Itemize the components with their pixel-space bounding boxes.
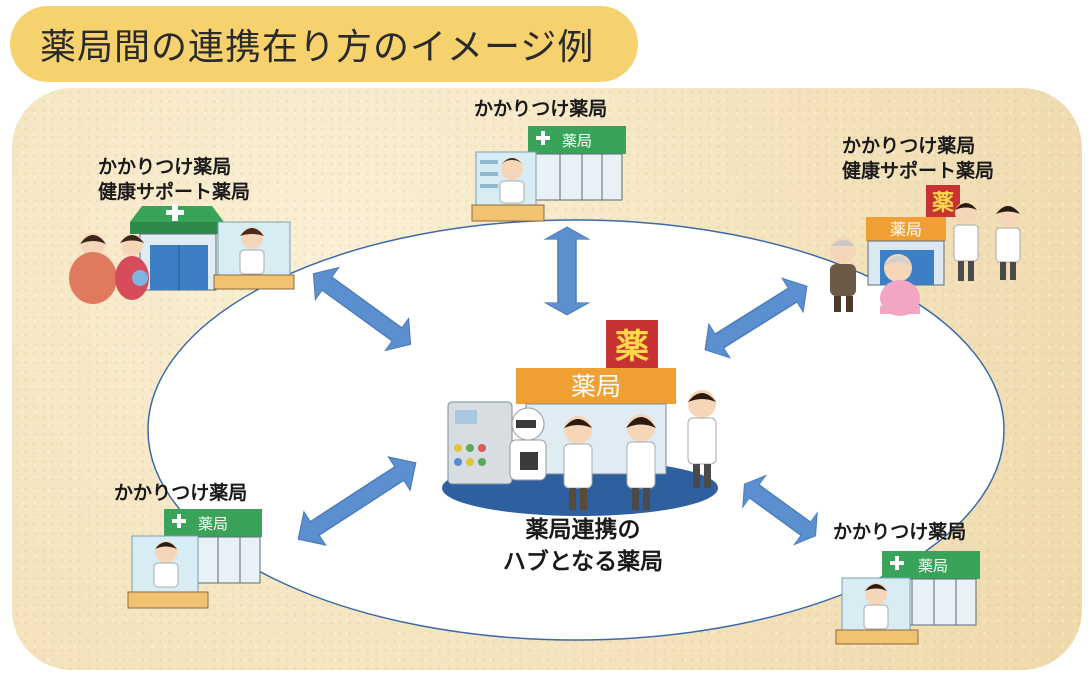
label-top: かかりつけ薬局 [474, 98, 608, 120]
top-right-kanji: 薬 [932, 191, 954, 216]
label-bottom-right: かかりつけ薬局 [833, 521, 967, 543]
label-top-left-line2: 健康サポート薬局 [98, 181, 251, 203]
hub-label: 薬局連携の ハブとなる薬局 [478, 514, 688, 578]
hub-label-line1: 薬局連携の [525, 517, 641, 543]
pharmacy-top: 薬局 [471, 126, 626, 222]
label-top-right: かかりつけ薬局 健康サポート薬局 [842, 134, 994, 184]
hub-label-line2: ハブとなる薬局 [502, 549, 664, 575]
bottom-right-sign-text: 薬局 [918, 557, 948, 575]
label-top-right-line2: 健康サポート薬局 [842, 160, 995, 182]
hub-kanji-sign: 薬 [615, 327, 649, 367]
page-title: 薬局間の連携在り方のイメージ例 [40, 27, 595, 68]
pharmacy-bottom-right: 薬局 [835, 551, 980, 645]
top-sign-text: 薬局 [562, 132, 592, 150]
pharmacy-top-left [69, 204, 295, 304]
label-top-right-line1: かかりつけ薬局 [842, 135, 976, 157]
top-right-sign-text: 薬局 [890, 220, 922, 239]
label-bottom-left: かかりつけ薬局 [114, 482, 248, 504]
label-top-left-line1: かかりつけ薬局 [98, 156, 232, 178]
title-badge: 薬局間の連携在り方のイメージ例 [10, 6, 638, 82]
bottom-left-sign-text: 薬局 [198, 515, 228, 533]
hub-sign-text: 薬局 [571, 372, 621, 401]
label-top-left: かかりつけ薬局 健康サポート薬局 [98, 155, 250, 205]
pharmacy-top-right: 薬 薬局 [830, 185, 1021, 316]
pharmacy-bottom-left: 薬局 [127, 509, 262, 609]
pharmacy-hub: 薬 薬局 [442, 320, 718, 516]
